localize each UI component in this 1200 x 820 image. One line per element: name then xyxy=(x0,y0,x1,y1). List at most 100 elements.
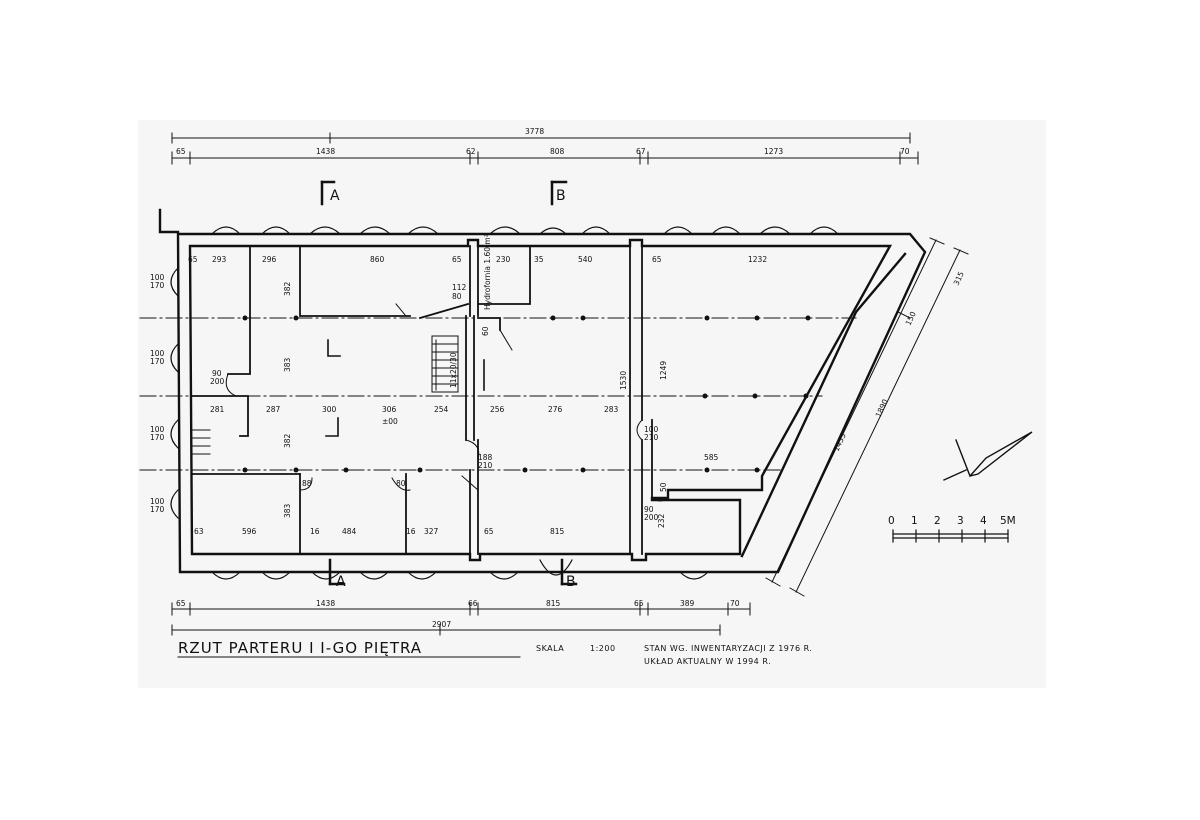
bottom-dimension-lines xyxy=(171,602,751,636)
dim-r1-a: 65 xyxy=(188,255,198,264)
windows-left xyxy=(170,267,179,519)
win-left-1a: 100 xyxy=(150,273,165,282)
win-left-4b: 170 xyxy=(150,505,165,514)
section-b-top: B xyxy=(556,188,566,204)
door-dim-232: 232 xyxy=(657,513,666,528)
scale-tick-3: 3 xyxy=(957,515,964,527)
diag-dim-1890: 1890 xyxy=(874,398,890,419)
win-left-4a: 100 xyxy=(150,497,165,506)
dim-r1-d: 860 xyxy=(370,255,385,264)
dim-v3: 382 xyxy=(283,433,292,448)
dim-v4: 383 xyxy=(283,503,292,518)
diag-dim-1455: 1455 xyxy=(832,432,848,453)
dim-r1-i: 65 xyxy=(652,255,662,264)
top-dim-3: 62 xyxy=(466,147,476,156)
door-dim-60: 60 xyxy=(481,326,490,336)
dim-v1: 382 xyxy=(283,281,292,296)
dim-r3-c: 300 xyxy=(322,405,337,414)
bottom-total-dim: 2907 xyxy=(432,620,451,629)
scale-label: SKALA xyxy=(536,644,564,653)
door-dim-80: 80 xyxy=(452,292,462,301)
dim-r1-h: 540 xyxy=(578,255,593,264)
door-dim-90: 90 xyxy=(212,369,222,378)
door-dim-210b: 210 xyxy=(644,433,659,442)
diag-dim-315: 315 xyxy=(952,270,966,287)
column-points xyxy=(242,315,811,473)
inventory-note: STAN WG. INWENTARYZACJI Z 1976 R. xyxy=(644,644,812,653)
scale-tick-0: 0 xyxy=(888,515,895,527)
win-left-3b: 170 xyxy=(150,433,165,442)
stair-note: 11x20/30 xyxy=(449,352,458,388)
dim-r1-b: 293 xyxy=(212,255,227,264)
bottom-dim-5: 65 xyxy=(634,599,644,608)
door-dim-180: 100 xyxy=(644,425,659,434)
win-left-2a: 100 xyxy=(150,349,165,358)
top-dim-5: 67 xyxy=(636,147,646,156)
dim-r1-f: 230 xyxy=(496,255,511,264)
stairs xyxy=(191,335,459,455)
dim-r3-e: 254 xyxy=(434,405,449,414)
door-dim-80b: 80 xyxy=(396,479,406,488)
north-arrow xyxy=(943,431,1033,481)
dim-r1-e: 65 xyxy=(452,255,462,264)
top-dim-6: 1273 xyxy=(764,147,783,156)
dim-r3-g: 276 xyxy=(548,405,563,414)
win-left-3a: 100 xyxy=(150,425,165,434)
bottom-dim-4: 815 xyxy=(546,599,561,608)
interior-walls xyxy=(191,245,653,555)
dim-r3-b: 287 xyxy=(266,405,281,414)
scale-tick-1: 1 xyxy=(911,515,918,527)
drawing-sheet xyxy=(138,120,1046,688)
dim-v5: 1530 xyxy=(619,371,628,390)
top-total-dim: 3778 xyxy=(525,127,544,136)
top-dim-7: 70 xyxy=(900,147,910,156)
dim-r3-h: 283 xyxy=(604,405,619,414)
bottom-dim-2: 1438 xyxy=(316,599,335,608)
dim-r1-g: 35 xyxy=(534,255,544,264)
top-dim-1: 65 xyxy=(176,147,186,156)
windows-bottom xyxy=(211,559,709,580)
door-dim-112: 112 xyxy=(452,283,467,292)
diag-dim-150: 150 xyxy=(904,310,918,327)
win-left-1b: 170 xyxy=(150,281,165,290)
door-dim-90b: 90 xyxy=(644,505,654,514)
drawing-title: RZUT PARTERU I I-GO PIĘTRA xyxy=(178,639,422,657)
dim-r4-e: 16 xyxy=(406,527,416,536)
scale-tick-4: 4 xyxy=(980,515,987,527)
scale-tick-5m: 5M xyxy=(1000,515,1016,527)
door-dim-210: 210 xyxy=(478,461,493,470)
dim-r3-a: 281 xyxy=(210,405,225,414)
dim-r3-f: 256 xyxy=(490,405,505,414)
win-left-2b: 170 xyxy=(150,357,165,366)
bottom-dim-7: 70 xyxy=(730,599,740,608)
door-dim-200: 200 xyxy=(210,377,225,386)
door-dim-200b: 200 xyxy=(644,513,659,522)
outer-walls xyxy=(158,208,927,574)
section-b-bottom: B xyxy=(566,574,576,590)
dim-r1-c: 296 xyxy=(262,255,277,264)
dim-r4-b: 596 xyxy=(242,527,257,536)
section-a-top: A xyxy=(330,188,340,204)
structural-axes xyxy=(139,317,857,471)
door-dim-188: 188 xyxy=(478,453,493,462)
dim-r4-h: 815 xyxy=(550,527,565,536)
dim-r4-a: 63 xyxy=(194,527,204,536)
dim-r4-d: 484 xyxy=(342,527,357,536)
bottom-dim-1: 65 xyxy=(176,599,186,608)
dim-r4-g: 65 xyxy=(484,527,494,536)
dim-r4-c: 16 xyxy=(310,527,320,536)
level-mark: ±00 xyxy=(382,417,398,426)
door-swings xyxy=(225,303,669,502)
top-dimension-lines xyxy=(171,132,919,165)
dim-v2: 383 xyxy=(283,357,292,372)
door-dim-88: 88 xyxy=(302,479,312,488)
door-dim-50: 50 xyxy=(659,482,668,492)
scale-tick-2: 2 xyxy=(934,515,941,527)
dim-r3-d: 306 xyxy=(382,405,397,414)
hall-marks xyxy=(325,339,485,437)
section-a-bottom: A xyxy=(336,574,346,590)
bottom-dim-6: 389 xyxy=(680,599,695,608)
dim-r1-j: 1232 xyxy=(748,255,767,264)
dim-r3-i: 585 xyxy=(704,453,719,462)
